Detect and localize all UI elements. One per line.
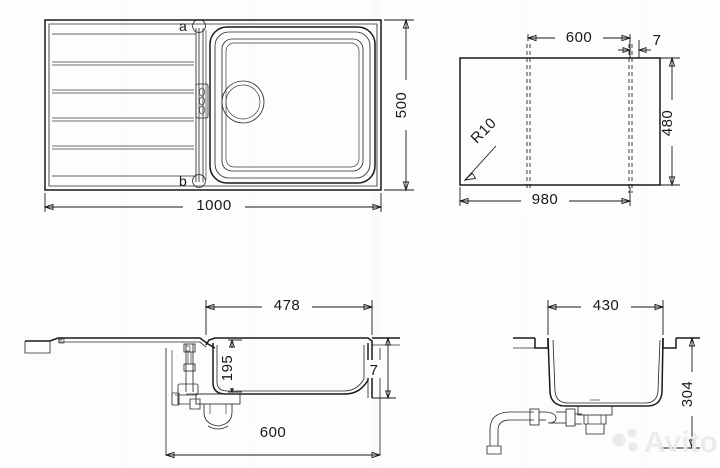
view-top-plan: a b 1000 500 <box>43 18 418 218</box>
dim-overall-depth: 500 <box>384 18 418 192</box>
cutout-reference-lines <box>526 44 633 193</box>
cross-drain-assembly <box>560 399 650 435</box>
dim-cutout-width: 980 <box>458 187 632 211</box>
dim-500-label: 500 <box>393 92 410 119</box>
view-longitudinal-section: 478 195 600 7 <box>24 296 400 459</box>
scan-banding <box>120 0 647 468</box>
dim-overall-width: 1000 <box>43 193 383 218</box>
dim-195-label: 195 <box>219 355 236 382</box>
dim-480-label: 480 <box>659 110 676 137</box>
hole-a-label: a <box>179 18 187 34</box>
dim-1000-label: 1000 <box>196 197 231 214</box>
drain-outlet <box>221 80 265 124</box>
view-cross-section: 430 304 <box>486 296 703 455</box>
dim-cutout-depth: 480 <box>659 56 683 187</box>
dim-600-section-label: 600 <box>260 424 287 441</box>
dim-cutout-edge-offset: 7 <box>618 32 661 58</box>
dim-304-label: 304 <box>679 381 696 408</box>
drainboard-profile <box>24 337 216 354</box>
sink-outline <box>44 19 382 191</box>
hole-a-circle <box>192 19 206 33</box>
dim-7-cutout-label: 7 <box>653 32 662 49</box>
dim-total-height: 304 <box>660 336 703 450</box>
dim-bowl-depth: 195 <box>219 338 243 394</box>
dim-7-section-label: 7 <box>370 362 379 379</box>
sink-outline-inner <box>48 23 378 187</box>
overflow-plate <box>195 83 209 119</box>
overflow-pipe-long <box>171 343 201 410</box>
sink-bowl <box>209 26 376 184</box>
dim-cutout-inner-width: 600 <box>526 27 632 47</box>
dim-478-label: 478 <box>274 297 301 314</box>
dim-600-label: 600 <box>566 29 593 46</box>
hole-marker-b: b <box>179 173 206 189</box>
dim-980-label: 980 <box>532 191 559 208</box>
watermark-label: Avito <box>644 426 718 459</box>
drainboard-grooves <box>52 61 194 150</box>
dim-430-label: 430 <box>593 297 620 314</box>
avito-watermark: Avito <box>612 426 718 459</box>
dim-bowl-width: 430 <box>546 296 665 335</box>
hole-b-circle <box>192 174 206 188</box>
dim-bowl-length: 478 <box>204 296 374 335</box>
hole-marker-a: a <box>179 18 206 34</box>
dim-rim-thickness: 7 <box>366 336 396 400</box>
cross-p-trap <box>486 408 582 455</box>
dim-cabinet-width: 600 <box>164 421 382 459</box>
hole-b-label: b <box>179 173 187 189</box>
